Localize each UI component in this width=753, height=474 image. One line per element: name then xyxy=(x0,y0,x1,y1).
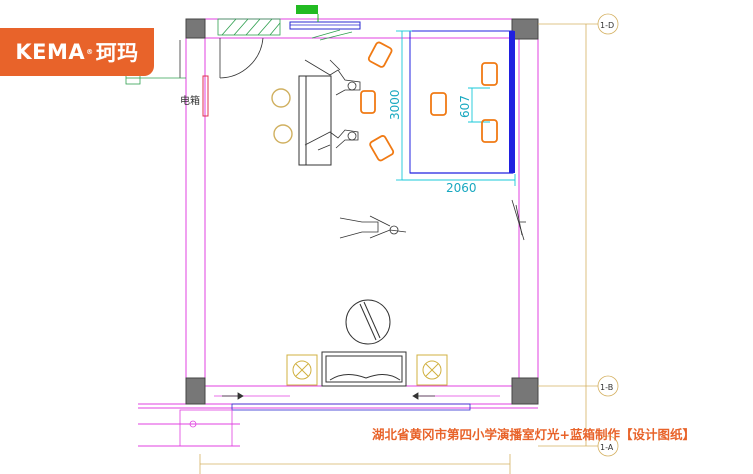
round-table xyxy=(345,299,391,345)
person-figures xyxy=(304,59,407,239)
blue-box-frame xyxy=(409,30,515,174)
anchor-desk xyxy=(298,75,332,166)
logo-cn: 珂玛 xyxy=(95,41,139,65)
sofa xyxy=(321,351,407,387)
bottom-arrows xyxy=(222,392,435,400)
axis-top-label: 1-D xyxy=(600,21,614,30)
electric-box xyxy=(202,75,209,117)
top-light-bar xyxy=(289,5,361,30)
dim-width-label: 2060 xyxy=(446,181,477,195)
bottom-cabinet xyxy=(179,409,233,447)
axis-bottom-label: 1-A xyxy=(600,443,614,452)
reflector xyxy=(511,199,526,241)
electric-box-label: 电箱 xyxy=(180,94,200,107)
dim-inner-label: 607 xyxy=(458,95,472,118)
corner-columns xyxy=(185,18,539,405)
orange-chairs xyxy=(360,41,498,162)
dim-height-label: 3000 xyxy=(388,89,402,120)
top-wall-hatch xyxy=(217,18,281,36)
caption-title: 湖北省黄冈市第四小学演播室灯光+蓝箱制作【设计图纸】 xyxy=(372,427,695,442)
sofa-set xyxy=(286,354,448,386)
dimension-lines xyxy=(396,30,516,186)
logo-mark: ® xyxy=(86,48,94,56)
stools xyxy=(271,88,293,144)
door xyxy=(179,37,264,79)
axis-mid-label: 1-B xyxy=(600,383,613,392)
axis-grid xyxy=(199,13,619,474)
kema-logo: KEMA®珂玛 xyxy=(0,28,154,76)
logo-brand: KEMA xyxy=(15,40,86,64)
desk-hatch xyxy=(311,29,353,41)
